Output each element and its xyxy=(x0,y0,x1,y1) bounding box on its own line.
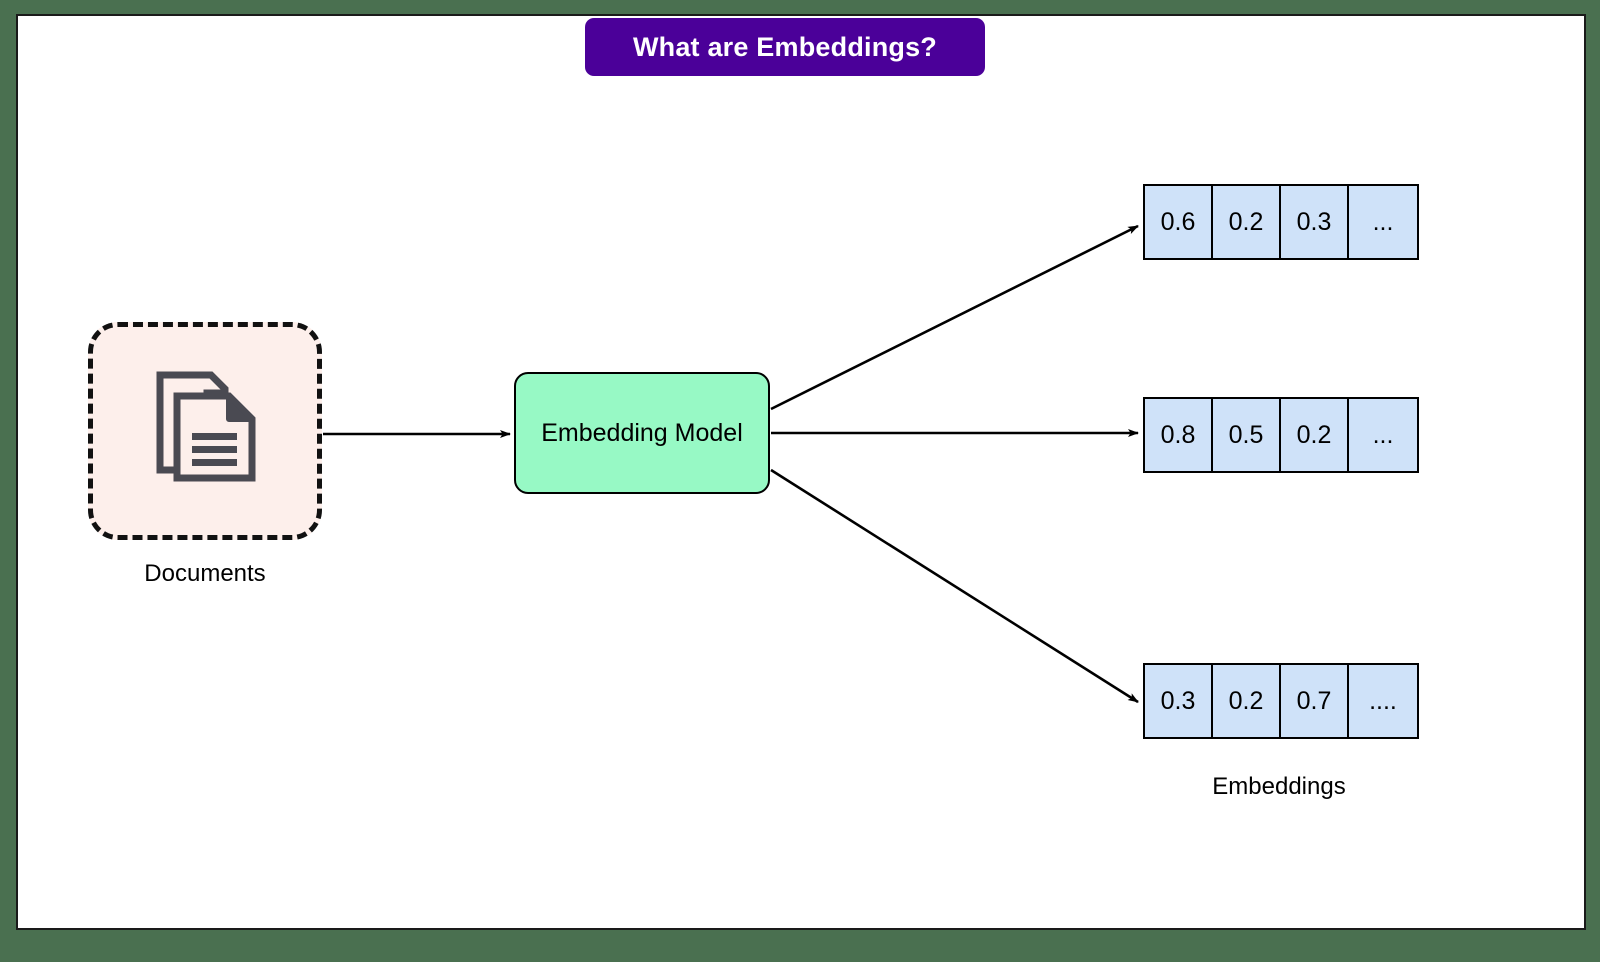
vector-cell: 0.5 xyxy=(1213,399,1281,471)
vector-cell: 0.3 xyxy=(1281,186,1349,258)
documents-label: Documents xyxy=(144,560,266,587)
embedding-model-label: Embedding Model xyxy=(541,418,743,447)
embedding-vector-row[interactable]: 0.6 0.2 0.3 ... xyxy=(1143,184,1419,260)
vector-cell: ... xyxy=(1349,399,1417,471)
title-banner: What are Embeddings? xyxy=(585,18,985,76)
vector-cell: ... xyxy=(1349,186,1417,258)
vector-cell: 0.3 xyxy=(1145,665,1213,737)
vector-cell: 0.6 xyxy=(1145,186,1213,258)
vector-cell: 0.2 xyxy=(1213,665,1281,737)
embeddings-label: Embeddings xyxy=(1212,773,1346,800)
vector-cell: .... xyxy=(1349,665,1417,737)
vector-cell: 0.2 xyxy=(1213,186,1281,258)
vector-cell: 0.2 xyxy=(1281,399,1349,471)
embedding-model-box[interactable]: Embedding Model xyxy=(514,372,770,494)
embedding-vector-row[interactable]: 0.8 0.5 0.2 ... xyxy=(1143,397,1419,473)
vector-cell: 0.7 xyxy=(1281,665,1349,737)
page-title: What are Embeddings? xyxy=(632,31,938,62)
documents-icon xyxy=(156,371,256,482)
vector-cell: 0.8 xyxy=(1145,399,1213,471)
embedding-vector-row[interactable]: 0.3 0.2 0.7 .... xyxy=(1143,663,1419,739)
